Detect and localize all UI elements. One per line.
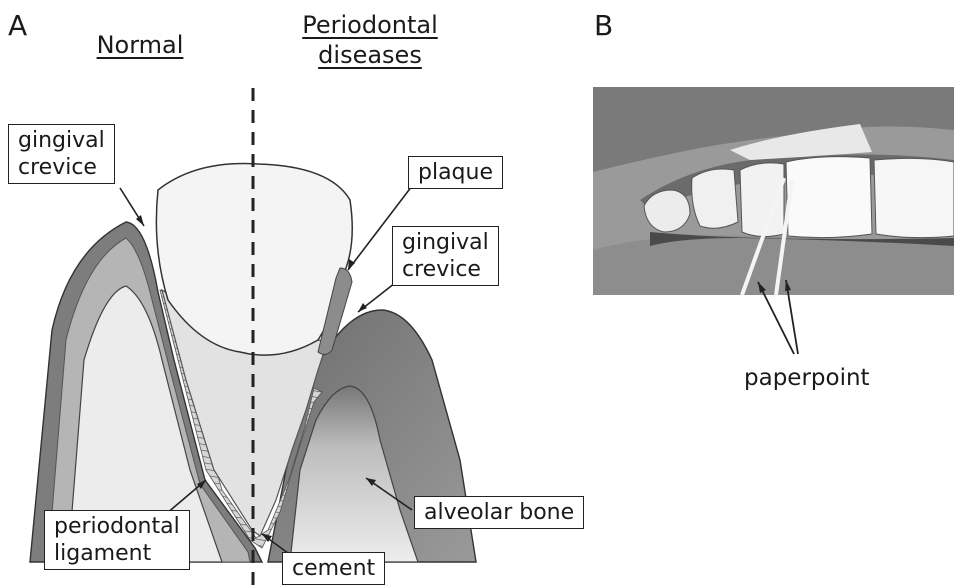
callout-alveolar-bone: alveolar bone — [414, 496, 584, 529]
gingival-crevice-right-line2: crevice — [402, 257, 481, 282]
callout-cement: cement — [282, 552, 385, 585]
callout-gingival-crevice-right: gingival crevice — [392, 226, 499, 286]
arrowhead-right-crevice — [358, 303, 367, 312]
periodontal-ligament-line1: periodontal — [54, 514, 180, 539]
gingival-crevice-left-line2: crevice — [18, 155, 97, 180]
periodontal-ligament-line2: ligament — [54, 541, 151, 566]
arrowhead-plaque — [348, 259, 355, 270]
gingival-crevice-left-line1: gingival — [18, 128, 105, 153]
gingival-crevice-right-line1: gingival — [402, 230, 489, 255]
label-paperpoint: paperpoint — [744, 364, 870, 392]
callout-periodontal-ligament: periodontal ligament — [44, 510, 190, 570]
callout-gingival-crevice-left: gingival crevice — [8, 124, 115, 184]
mouth-photo — [593, 87, 954, 295]
callout-plaque: plaque — [408, 156, 503, 189]
